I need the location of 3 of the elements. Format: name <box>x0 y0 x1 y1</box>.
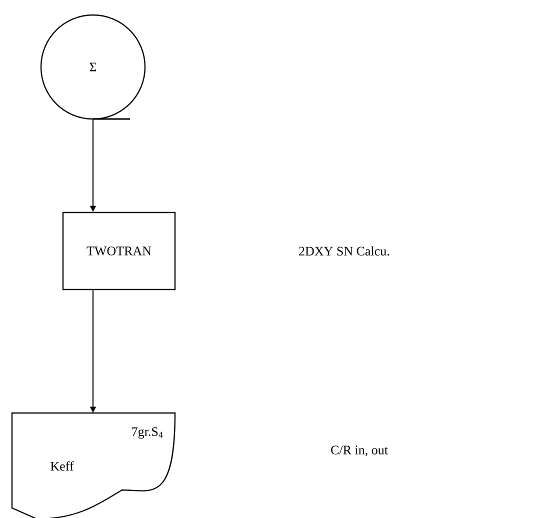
side-note: C/R in, out <box>331 446 388 456</box>
side-note: 2DXY SN Calcu. <box>299 246 390 256</box>
process-box: TWOTRAN <box>62 212 176 290</box>
